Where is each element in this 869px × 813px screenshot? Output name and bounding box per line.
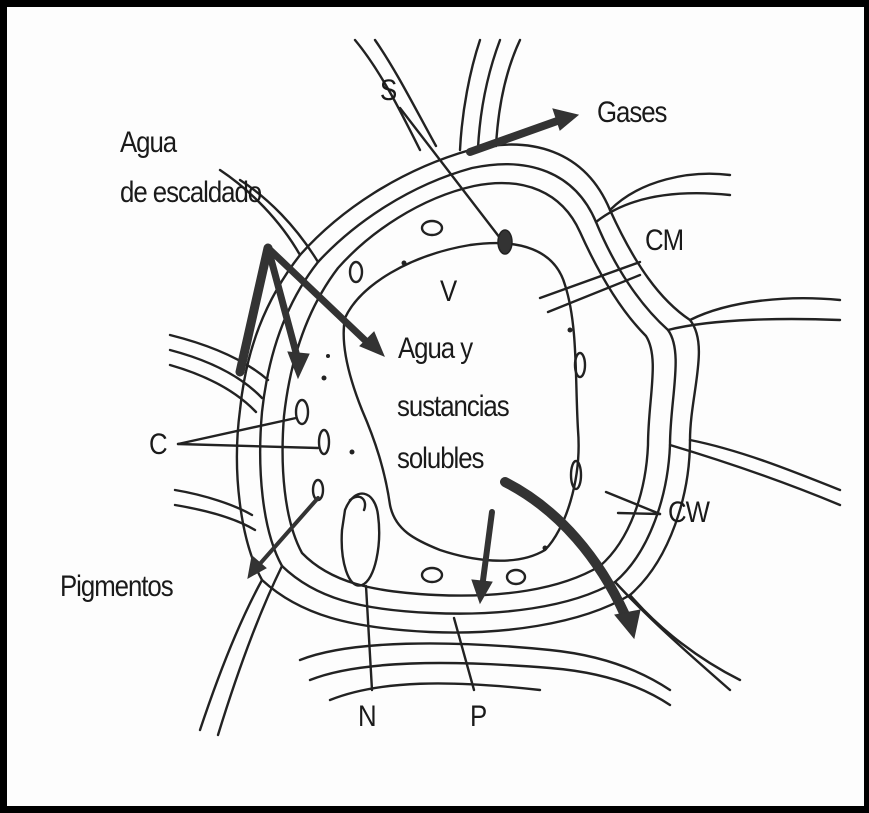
label-p: P — [470, 700, 486, 734]
label-soluble-line1: Agua y — [398, 332, 472, 366]
label-c: C — [149, 428, 167, 462]
label-soluble-line3: solubles — [397, 442, 483, 476]
label-soluble-line2: sustancias — [397, 390, 509, 424]
label-v: V — [440, 275, 456, 309]
cell-wall-outer — [237, 145, 699, 633]
label-n: N — [358, 700, 376, 734]
label-agua-line2: de escaldado — [120, 176, 261, 210]
label-cw: CW — [668, 496, 709, 530]
label-pigmentos: Pigmentos — [60, 570, 173, 604]
label-cm: CM — [645, 224, 683, 258]
nucleus — [342, 494, 379, 586]
label-agua-line1: Agua — [120, 126, 176, 160]
label-gases: Gases — [597, 96, 666, 130]
label-s: S — [380, 74, 396, 108]
